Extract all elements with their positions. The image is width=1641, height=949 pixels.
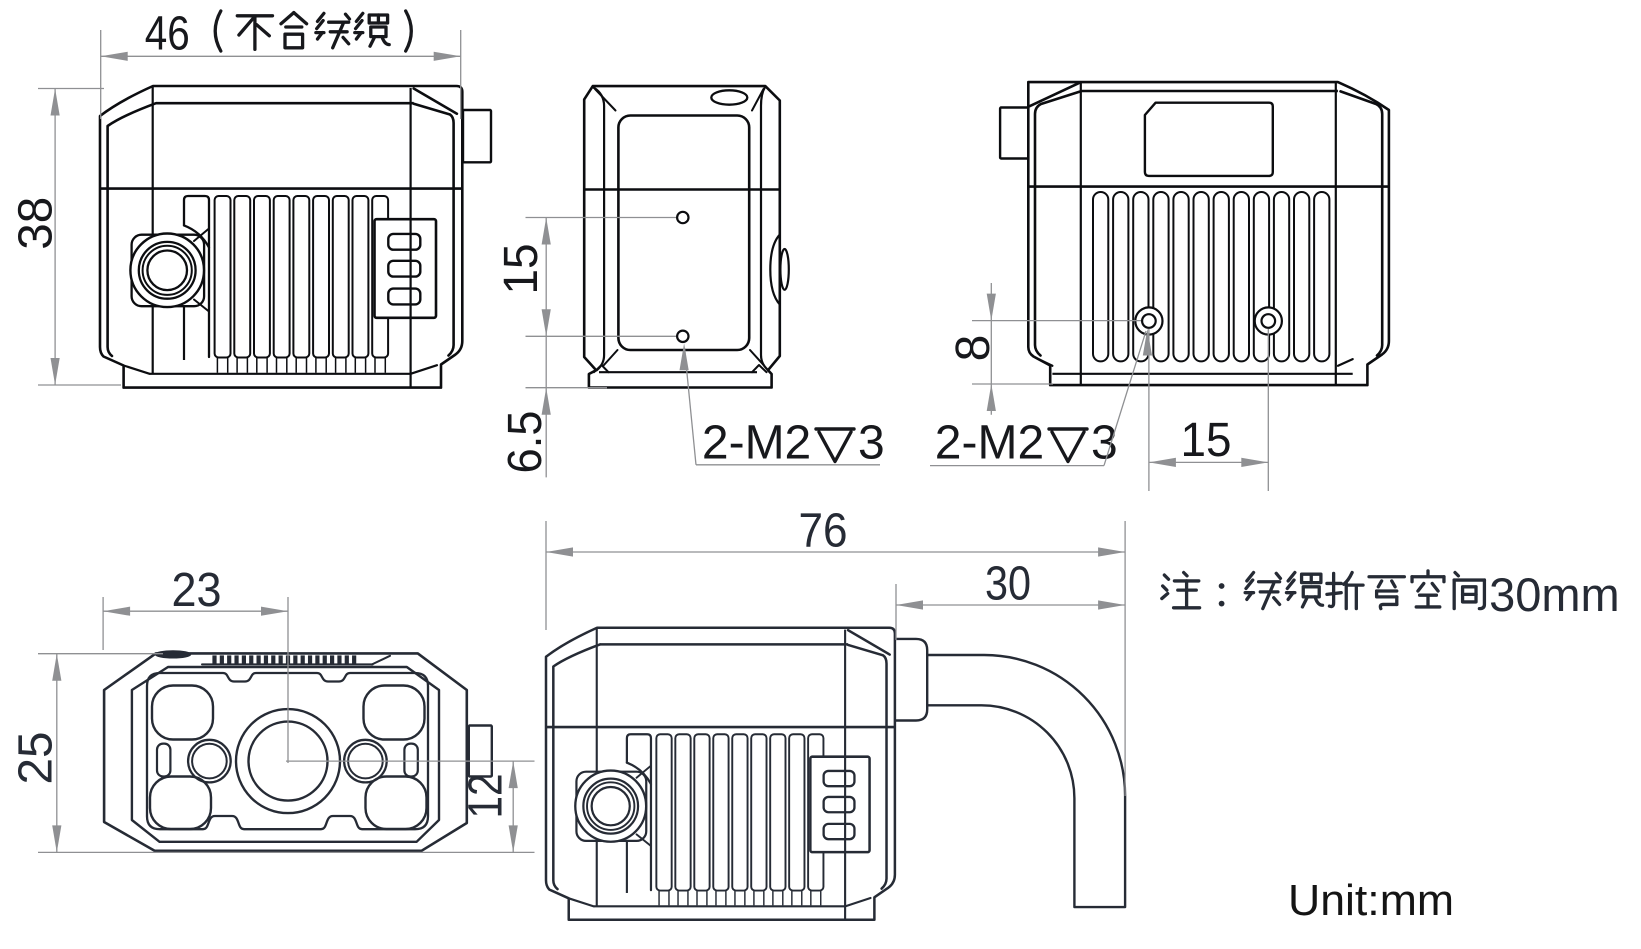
svg-text:23: 23 xyxy=(172,564,222,617)
svg-text:2-M2: 2-M2 xyxy=(702,417,811,470)
svg-text:3: 3 xyxy=(1091,417,1118,470)
svg-text:3: 3 xyxy=(858,417,885,470)
svg-text:25: 25 xyxy=(9,732,62,785)
svg-text:Unit:mm: Unit:mm xyxy=(1288,876,1454,925)
svg-text:30: 30 xyxy=(985,558,1031,611)
svg-text:12: 12 xyxy=(459,774,512,819)
svg-text:2-M2: 2-M2 xyxy=(935,417,1044,470)
svg-text:76: 76 xyxy=(799,505,848,558)
svg-text:15: 15 xyxy=(1181,414,1232,467)
svg-text:30mm: 30mm xyxy=(1489,568,1620,621)
svg-text:8: 8 xyxy=(947,335,1000,362)
svg-text:15: 15 xyxy=(495,244,548,295)
svg-text:46: 46 xyxy=(145,8,190,61)
svg-text:6.5: 6.5 xyxy=(499,411,552,474)
svg-text:38: 38 xyxy=(9,197,62,250)
